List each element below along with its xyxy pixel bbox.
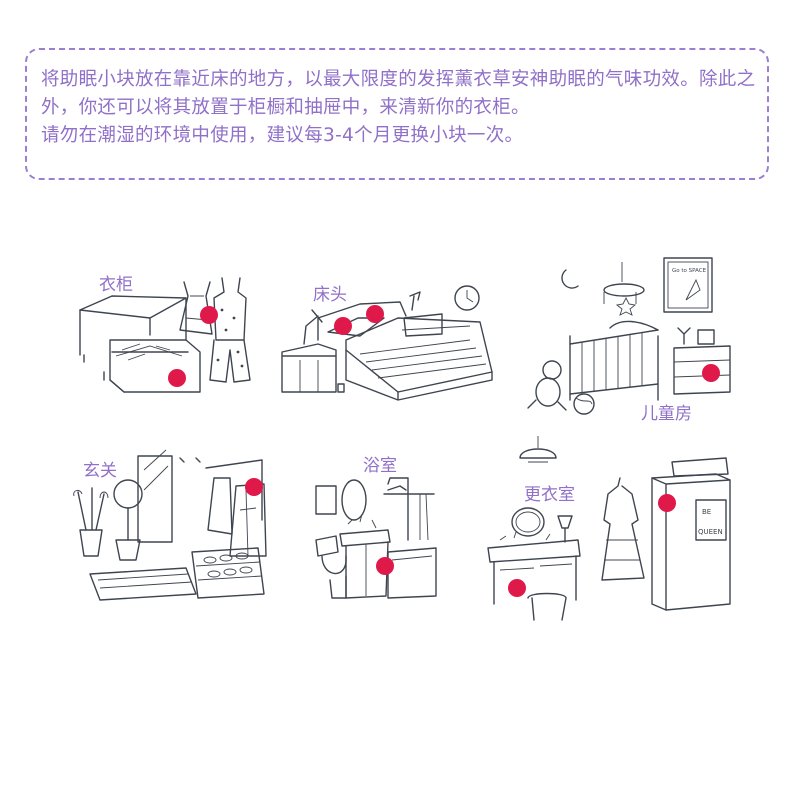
instruction-box: 将助眠小块放在靠近床的地方，以最大限度的发挥薰衣草安神助眠的气味功效。除此之 外… xyxy=(25,48,769,180)
placement-marker-dressing-vanity xyxy=(508,579,526,597)
scene-label-bathroom: 浴室 xyxy=(363,456,397,476)
scene-label-bedside: 床头 xyxy=(313,285,347,305)
scene-label-kids-room: 儿童房 xyxy=(641,404,692,424)
placement-marker-bedside-pillow xyxy=(334,317,352,335)
instruction-line-3: 请勿在潮湿的环境中使用，建议每3-4个月更换小块一次。 xyxy=(41,125,524,146)
poster-text: Go to SPACE xyxy=(672,268,707,274)
placement-marker-bathroom xyxy=(376,557,394,575)
placement-marker-bedside-pillow-2 xyxy=(366,305,384,323)
placement-marker-dressing-wardrobe xyxy=(658,494,676,512)
instruction-line-2: 外，你还可以将其放置于柜橱和抽屉中，来清新你的衣柜。 xyxy=(41,97,530,118)
queen-sign-text-2: QUEEN xyxy=(698,528,723,536)
scene-label-dressing-room: 更衣室 xyxy=(524,485,575,505)
scene-label-wardrobe: 衣柜 xyxy=(99,275,133,295)
queen-sign-text-1: BE xyxy=(702,508,711,516)
placement-marker-wardrobe-clothes xyxy=(200,306,218,324)
instruction-line-1: 将助眠小块放在靠近床的地方，以最大限度的发挥薰衣草安神助眠的气味功效。除此之 xyxy=(41,69,756,90)
placement-marker-kids-dresser xyxy=(702,364,720,382)
placement-marker-entrance-coats xyxy=(245,478,263,496)
placement-marker-wardrobe-drawer xyxy=(168,369,186,387)
scene-label-entrance: 玄关 xyxy=(83,461,117,481)
